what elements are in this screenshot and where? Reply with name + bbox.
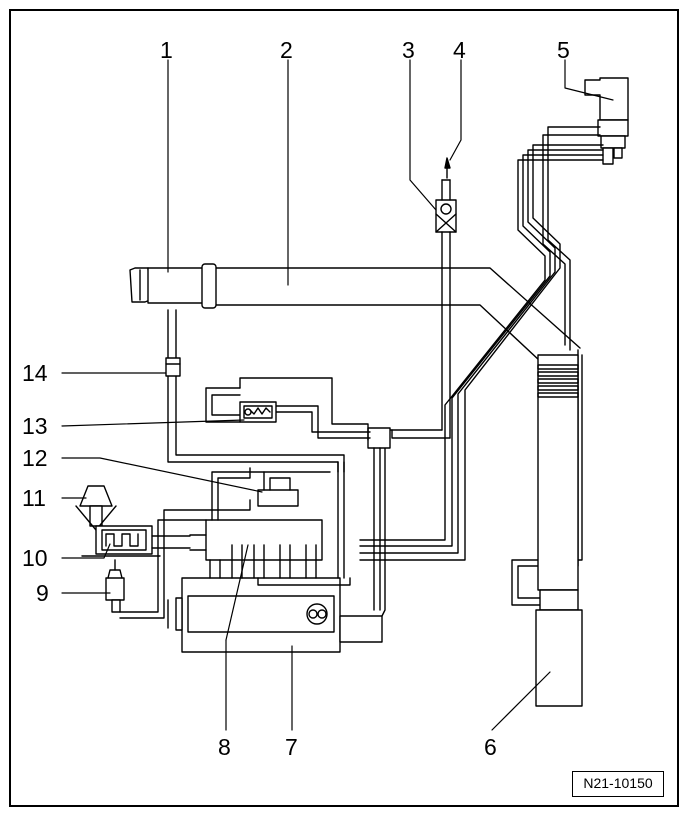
callout-9: 9 [36, 580, 49, 606]
brake-booster [535, 354, 583, 707]
callout-7: 7 [285, 734, 298, 760]
callout-14: 14 [22, 360, 48, 386]
callout-numbers: 1 2 3 4 5 6 7 8 9 10 11 12 13 14 [22, 37, 570, 760]
sensor-top-right [584, 77, 629, 165]
callout-4: 4 [453, 37, 466, 63]
sensor-11 [75, 485, 117, 531]
callout-12: 12 [22, 445, 48, 471]
reference-number: N21-10150 [572, 771, 664, 797]
leader-lines [61, 59, 614, 731]
callout-6: 6 [484, 734, 497, 760]
valve-block-12 [211, 467, 331, 521]
check-valve [435, 157, 457, 439]
callout-13: 13 [22, 413, 48, 439]
intake-pipe [129, 263, 581, 376]
callout-5: 5 [557, 37, 570, 63]
component-10 [81, 525, 191, 557]
callout-3: 3 [402, 37, 415, 63]
main-module [167, 577, 383, 653]
hose-bundle-right [359, 126, 604, 606]
sensor-9 [105, 499, 251, 619]
coupling-14 [165, 357, 181, 377]
callout-2: 2 [280, 37, 293, 63]
hose-manifold [189, 519, 351, 586]
diagram-frame [9, 9, 679, 807]
callout-11: 11 [22, 485, 46, 511]
hose-network-center [167, 309, 451, 617]
callout-8: 8 [218, 734, 231, 760]
callout-10: 10 [22, 545, 48, 571]
inline-valve-13 [239, 401, 277, 423]
callout-1: 1 [160, 37, 173, 63]
